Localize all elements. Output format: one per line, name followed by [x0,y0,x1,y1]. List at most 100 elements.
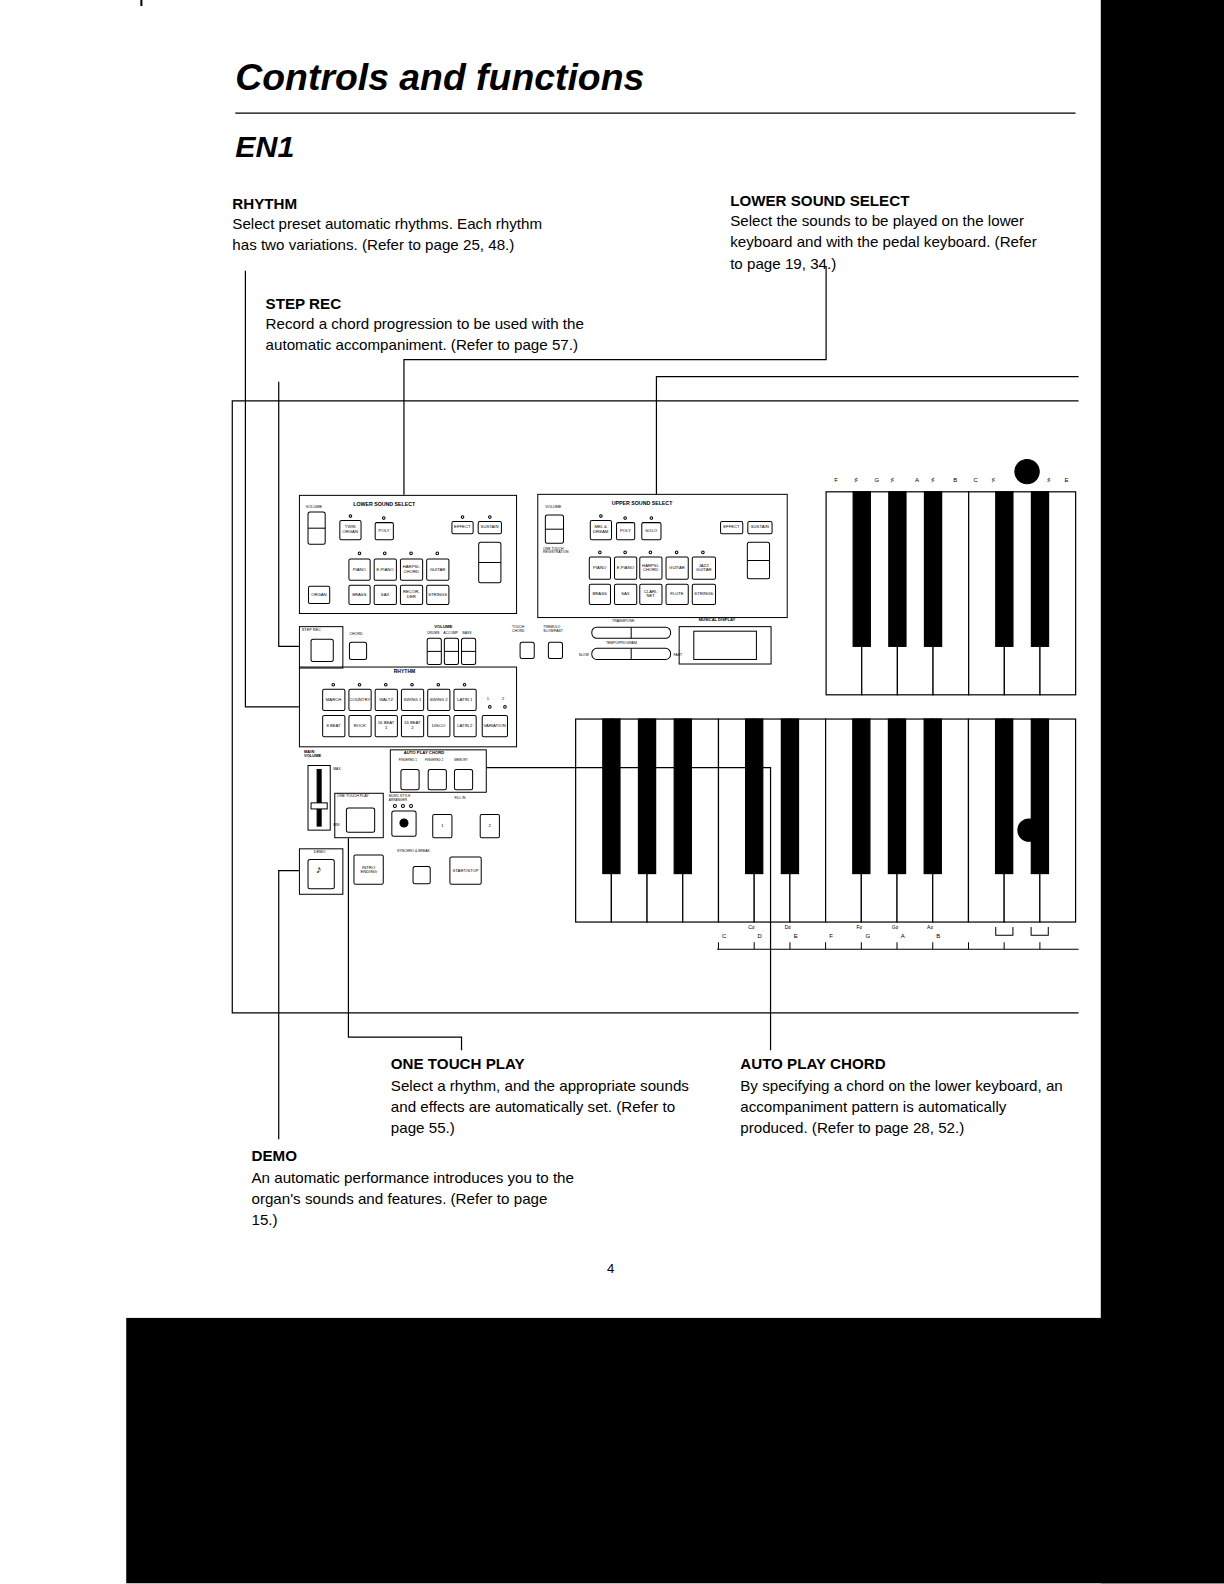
callout-text: Select preset automatic rhythms. Each rh… [232,213,553,255]
panel-controls [401,804,404,807]
panel-controls [462,638,476,664]
button-label: CLARI- NET [641,590,660,599]
panel-button: SWING 1 [401,689,424,711]
panel-button: SWING 2 [427,689,450,711]
leader-line [279,382,299,647]
panel-label: ONE TOUCH REGISTRATION [543,548,583,555]
panel-button: GUITAR [426,558,449,580]
panel-controls [694,631,757,659]
callout-heading: LOWER SOUND SELECT [730,190,909,211]
panel-controls [545,529,563,530]
panel-controls [548,642,562,658]
button-label: WALTZ [379,697,393,701]
panel-button: E.PIANO [373,558,396,580]
control-label: TEMPO/PROGRAM [606,642,637,646]
panel-controls [592,627,671,638]
panel-controls [411,683,414,686]
button-label: INTRO ENDING [355,865,381,874]
callout-heading: RHYTHM [232,193,297,214]
panel-button: LATIN 2 [453,715,476,737]
panel-controls [311,803,327,809]
control-label: TOUCH CHORD [512,626,534,634]
panel-label: AUTO PLAY CHORD [404,751,445,755]
panel-controls [488,706,491,709]
panel-button: LATIN 1 [453,689,476,711]
chord-name: C [722,933,726,940]
panel-controls [393,804,396,807]
panel-label: VOLUME [545,505,561,509]
panel-controls [504,706,507,709]
panel-label: MEMORY [454,759,468,762]
panel-controls [454,770,472,790]
button-label: LATIN 1 [457,697,472,701]
panel-button: PIANO [348,558,370,580]
panel-button: CLARI- NET [639,584,662,605]
chord-name: E [794,933,798,940]
button-label: 16 BEAT 1 [376,721,395,730]
control-label: SLOW [579,654,589,658]
button-label: EFFECT [454,525,470,529]
button-label: COUNTRY [349,697,370,701]
chord-name: B [936,933,940,940]
panel-controls [599,551,602,554]
title-rule [235,113,1075,114]
panel-label: ♪ [316,863,322,875]
lower-keyboard [1018,819,1040,841]
panel-button: SUSTAIN [747,521,772,534]
panel-button: POLY [616,522,635,540]
control-label: BASS [463,632,472,636]
panel-controls [479,542,501,582]
leader-line [245,271,299,707]
page-margin [126,1318,1224,1584]
chord-strip [861,942,862,949]
panel-button: SAX [373,585,396,605]
key-name: B [953,477,957,484]
button-label: MARCH [326,697,342,701]
key-name: ♯ [1047,477,1050,484]
lower-keyboard [996,719,1013,874]
control-label: MAIN VOLUME [304,750,332,759]
panel-button: SAX [614,584,637,605]
control-label: FILL IN [454,797,465,801]
panel-controls [358,552,361,555]
panel-controls [400,819,408,827]
key-name: ♯ [854,477,857,484]
panel-button: INTRO ENDING [353,854,383,884]
chord-strip [825,942,826,949]
panel-controls [410,552,413,555]
upper-keyboard [1015,460,1039,484]
panel-controls [358,683,361,686]
panel-controls [444,638,458,664]
model-name: EN1 [235,135,294,156]
panel-controls [346,808,374,832]
panel-button: FLUTE [665,584,688,605]
panel-button: 1 [432,814,452,838]
button-label: SUSTAIN [751,525,769,529]
panel-controls [428,770,446,790]
button-label: POLY [379,529,390,533]
leader-line [232,267,1078,1140]
chord-strip [996,927,1013,935]
key-name: ♯ [992,477,995,484]
callout-heading: STEP REC [266,293,341,314]
button-label: E.PIANO [617,566,634,570]
panel-button: BRASS [589,584,611,605]
panel-controls [437,683,440,686]
key-name: F [834,477,838,484]
panel-controls [383,552,386,555]
key-name: ♯ [931,477,934,484]
button-label: ROCK [354,724,366,728]
button-label: VARIATION [484,724,506,728]
panel-controls [392,811,416,836]
control-label: ACCOMP [443,632,458,636]
panel-controls [413,866,430,883]
panel-controls [520,642,534,658]
panel-controls [444,651,458,652]
panel-button: PIANO [589,556,611,579]
page-margin [126,0,1224,1584]
button-label: PIANO [593,566,606,570]
control-panel: UPPER SOUND SELECTVOLUMEONE TOUCH REGIST… [537,494,787,618]
panel-controls [479,562,501,563]
panel-controls [631,648,632,659]
